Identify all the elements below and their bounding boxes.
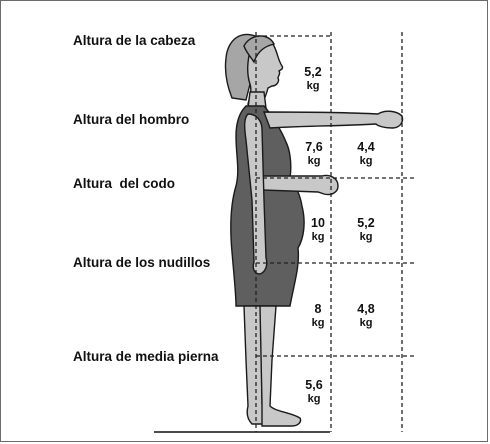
weight-knuckles-near: 8 xyxy=(315,302,322,316)
label-shoulder-height: Altura del hombro xyxy=(73,112,189,127)
outstretched-arm xyxy=(262,110,404,129)
unit-head-near: kg xyxy=(307,80,320,92)
unit-elbow-far: kg xyxy=(360,231,373,243)
reference-lines xyxy=(255,32,414,432)
weight-knuckles-far: 4,8 xyxy=(357,302,374,316)
label-elbow-height: Altura del codo xyxy=(73,176,175,191)
weight-elbow-near: 10 xyxy=(311,216,325,230)
weight-shoulder-far: 4,4 xyxy=(357,140,374,154)
weight-head-near: 5,2 xyxy=(304,65,321,79)
label-midleg-height: Altura de media pierna xyxy=(73,349,219,364)
label-head-height: Altura de la cabeza xyxy=(73,33,196,48)
label-knuckle-height: Altura de los nudillos xyxy=(73,255,210,270)
pregnant-woman-figure xyxy=(224,33,404,427)
weight-midleg-near: 5,6 xyxy=(305,378,322,392)
bent-forearm xyxy=(261,174,339,196)
weight-values: 5,2 kg 7,6 kg 4,4 kg 10 kg 5,2 kg 8 kg 4… xyxy=(304,65,374,405)
weight-elbow-far: 5,2 xyxy=(357,216,374,230)
unit-elbow-near: kg xyxy=(312,231,325,243)
unit-knuckles-far: kg xyxy=(360,317,373,329)
unit-shoulder-near: kg xyxy=(308,155,321,167)
dress-shape xyxy=(230,105,305,307)
front-leg-shape xyxy=(259,305,302,427)
unit-shoulder-far: kg xyxy=(360,155,373,167)
weight-shoulder-near: 7,6 xyxy=(305,140,322,154)
unit-knuckles-near: kg xyxy=(312,317,325,329)
unit-midleg-near: kg xyxy=(308,393,321,405)
